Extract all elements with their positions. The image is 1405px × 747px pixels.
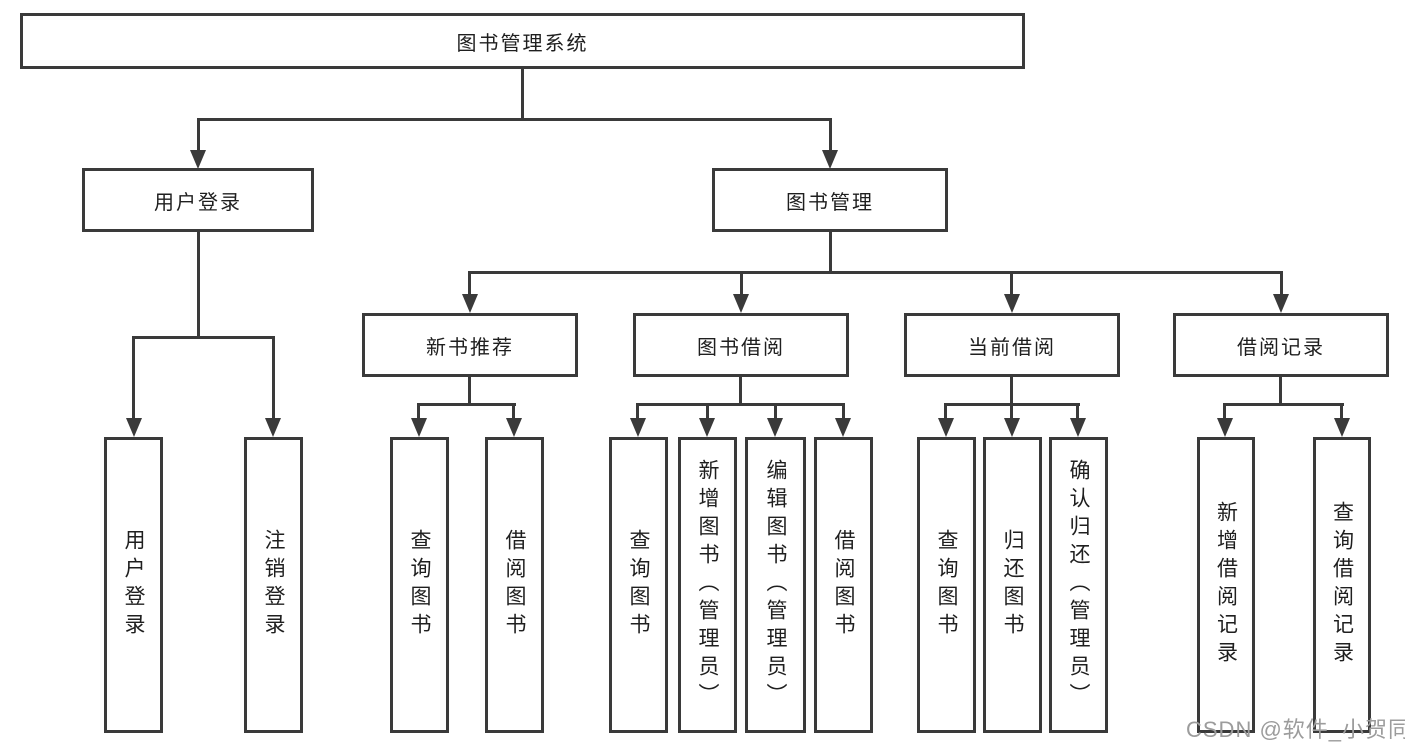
connector-line (132, 336, 275, 339)
arrow-down-icon (1004, 418, 1020, 437)
arrow-down-icon (1334, 418, 1350, 437)
leaf-edit-books-admin: 编辑图书（管理员） (745, 437, 806, 733)
node-current-borrowing: 当前借阅 (904, 313, 1120, 377)
connector-line (1076, 403, 1079, 420)
connector-line (944, 403, 947, 420)
arrow-down-icon (462, 294, 478, 313)
connector-line (829, 232, 832, 274)
node-new-book-recommendation: 新书推荐 (362, 313, 578, 377)
node-book-borrowing: 图书借阅 (633, 313, 849, 377)
arrow-down-icon (733, 294, 749, 313)
connector-line (1279, 377, 1282, 406)
connector-line (1010, 377, 1013, 406)
connector-line (132, 336, 135, 420)
leaf-query-borrow-record: 查询借阅记录 (1313, 437, 1371, 733)
arrow-down-icon (411, 418, 427, 437)
leaf-query-books-current: 查询图书 (917, 437, 976, 733)
leaf-query-books-recommend: 查询图书 (390, 437, 449, 733)
node-borrowing-records: 借阅记录 (1173, 313, 1389, 377)
node-library-system: 图书管理系统 (20, 13, 1025, 69)
connector-line (1340, 403, 1343, 420)
connector-line (774, 403, 777, 420)
arrow-down-icon (767, 418, 783, 437)
leaf-confirm-return-admin: 确认归还（管理员） (1049, 437, 1108, 733)
connector-line (1223, 403, 1226, 420)
connector-line (418, 403, 516, 406)
connector-line (1280, 271, 1283, 296)
connector-line (197, 118, 832, 121)
arrow-down-icon (126, 418, 142, 437)
leaf-borrow-books-recommend: 借阅图书 (485, 437, 544, 733)
leaf-borrow-books: 借阅图书 (814, 437, 873, 733)
connector-line (1224, 403, 1344, 406)
csdn-watermark: CSDN @软件_小贺同学 (1186, 717, 1405, 742)
arrow-down-icon (506, 418, 522, 437)
connector-line (512, 403, 515, 420)
arrow-down-icon (1070, 418, 1086, 437)
node-user-login: 用户登录 (82, 168, 314, 232)
connector-line (829, 118, 832, 151)
leaf-add-books-admin: 新增图书（管理员） (678, 437, 737, 733)
connector-line (740, 271, 743, 296)
connector-line (197, 232, 200, 339)
leaf-query-books-borrowing: 查询图书 (609, 437, 668, 733)
connector-line (468, 271, 1283, 274)
connector-line (636, 403, 639, 420)
connector-line (197, 118, 200, 151)
connector-line (468, 271, 471, 296)
arrow-down-icon (1273, 294, 1289, 313)
connector-line (468, 377, 471, 406)
arrow-down-icon (1217, 418, 1233, 437)
arrow-down-icon (822, 150, 838, 169)
leaf-logout: 注销登录 (244, 437, 303, 733)
arrow-down-icon (699, 418, 715, 437)
connector-line (1010, 271, 1013, 296)
connector-line (417, 403, 420, 420)
node-book-management: 图书管理 (712, 168, 948, 232)
leaf-return-books: 归还图书 (983, 437, 1042, 733)
connector-line (637, 403, 845, 406)
connector-line (521, 68, 524, 121)
arrow-down-icon (265, 418, 281, 437)
connector-line (706, 403, 709, 420)
leaf-add-borrow-record: 新增借阅记录 (1197, 437, 1255, 733)
leaf-user-login: 用户登录 (104, 437, 163, 733)
arrow-down-icon (1004, 294, 1020, 313)
arrow-down-icon (938, 418, 954, 437)
arrow-down-icon (190, 150, 206, 169)
connector-line (1010, 403, 1013, 420)
arrow-down-icon (630, 418, 646, 437)
arrow-down-icon (835, 418, 851, 437)
connector-line (842, 403, 845, 420)
connector-line (272, 336, 275, 420)
connector-line (739, 377, 742, 406)
